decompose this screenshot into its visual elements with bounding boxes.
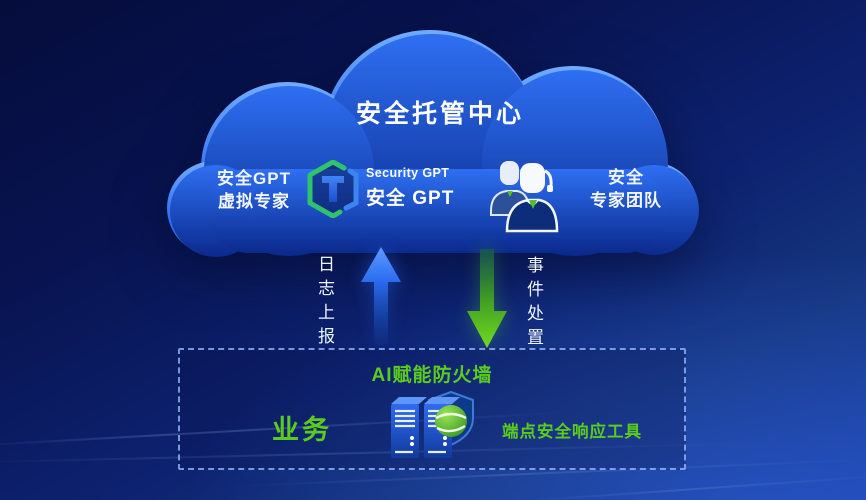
expert-team-line2: 专家团队: [590, 191, 662, 210]
expert-team-label: 安全 专家团队: [570, 166, 682, 212]
up-arrow-icon: [361, 247, 401, 345]
cloud-title: 安全托管中心: [355, 100, 524, 128]
endpoint-tool-label: 端点安全响应工具: [502, 423, 642, 441]
firewall-box: AI赋能防火墙 业务: [178, 348, 686, 470]
business-label: 业务: [272, 415, 332, 445]
expert-team-icon: [490, 161, 559, 233]
virtual-expert-line2: 虚拟专家: [218, 192, 290, 211]
security-gpt-logo-icon: [307, 160, 359, 218]
firewall-title: AI赋能防火墙: [371, 365, 493, 386]
expert-team-line1: 安全: [608, 168, 644, 187]
security-gpt-logo-text: Security GPT 安全 GPT: [366, 166, 454, 210]
logo-title: 安全 GPT: [366, 188, 455, 209]
server-shield-icon: [391, 390, 474, 458]
logo-subtitle: Security GPT: [366, 166, 450, 180]
log-report-label: 日志上报: [315, 255, 334, 351]
incident-handling-label: 事件处置: [524, 256, 543, 352]
virtual-expert-label: 安全GPT 虚拟专家: [198, 167, 310, 213]
down-arrow-icon: [467, 249, 507, 348]
virtual-expert-line1: 安全GPT: [217, 169, 291, 188]
